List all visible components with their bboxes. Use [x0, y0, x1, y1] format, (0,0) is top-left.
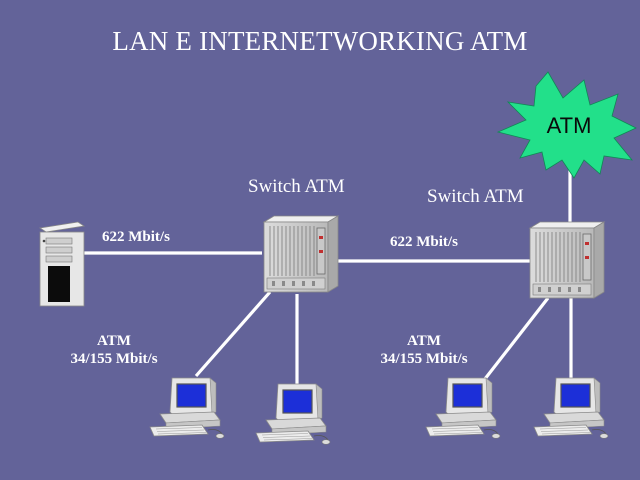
link-speed-switches: 622 Mbit/s [390, 234, 458, 250]
workstation-4-icon [533, 377, 609, 439]
page-title: LAN E INTERNETWORKING ATM [112, 26, 528, 56]
switch-2-icon [529, 221, 605, 299]
link-speed-server: 622 Mbit/s [102, 229, 170, 245]
switch-2-label: Switch ATM [427, 186, 524, 207]
access-label-right: ATM 34/155 Mbit/s [368, 332, 480, 368]
switch-1-icon [263, 215, 339, 293]
workstation-2-icon [255, 383, 331, 445]
switch-1-label: Switch ATM [248, 176, 345, 197]
server-icon [38, 221, 86, 307]
atm-cloud-icon [496, 71, 637, 179]
atm-cloud-label: ATM [546, 113, 592, 138]
access-label-left-line1: ATM [97, 333, 131, 349]
access-label-left-line2: 34/155 Mbit/s [70, 351, 158, 367]
access-label-left: ATM 34/155 Mbit/s [58, 332, 170, 368]
access-label-right-line2: 34/155 Mbit/s [380, 351, 468, 367]
workstation-3-icon [425, 377, 501, 439]
access-label-right-line1: ATM [407, 333, 441, 349]
link-switch2-pc3 [479, 297, 550, 385]
link-switch1-pc1 [194, 290, 272, 378]
workstation-1-icon [149, 377, 225, 439]
